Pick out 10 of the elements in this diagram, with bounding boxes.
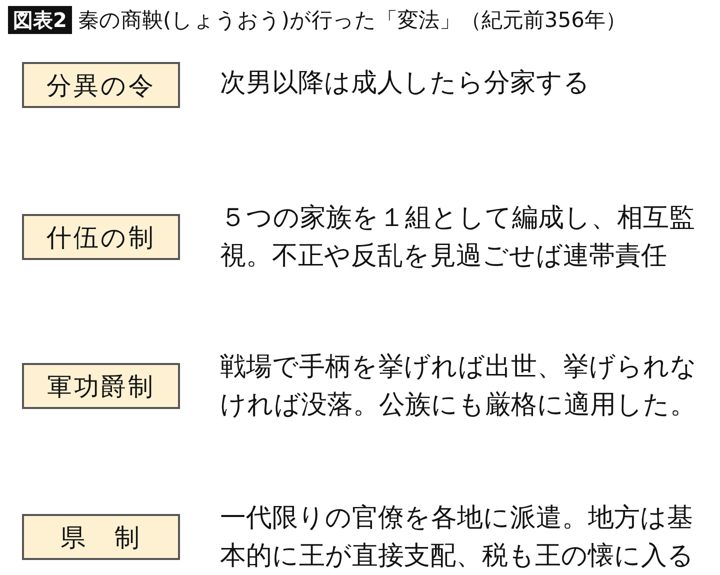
title: 秦の商鞅(しょうおう)が行った「変法」（紀元前356年） xyxy=(78,7,626,34)
term-box: 分異の令 xyxy=(22,62,180,108)
description-text: 一代限りの官僚を各地に派遣。地方は基本的に王が直接支配、税も王の懐に入る xyxy=(220,502,695,573)
term-box: 什伍の制 xyxy=(22,214,180,260)
term-box: 軍功爵制 xyxy=(22,363,180,409)
description-text: 戦場で手柄を挙げれば出世、挙げられなければ没落。公族にも厳格に適用した。 xyxy=(220,351,698,422)
description-text: 次男以降は成人したら分家する xyxy=(220,67,591,100)
description-text: ５つの家族を１組として編成し、相互監視。不正や反乱を見過ごせば連帯責任 xyxy=(220,202,696,273)
term-box: 県 制 xyxy=(22,514,180,560)
figure-number-badge: 図表2 xyxy=(8,6,72,34)
